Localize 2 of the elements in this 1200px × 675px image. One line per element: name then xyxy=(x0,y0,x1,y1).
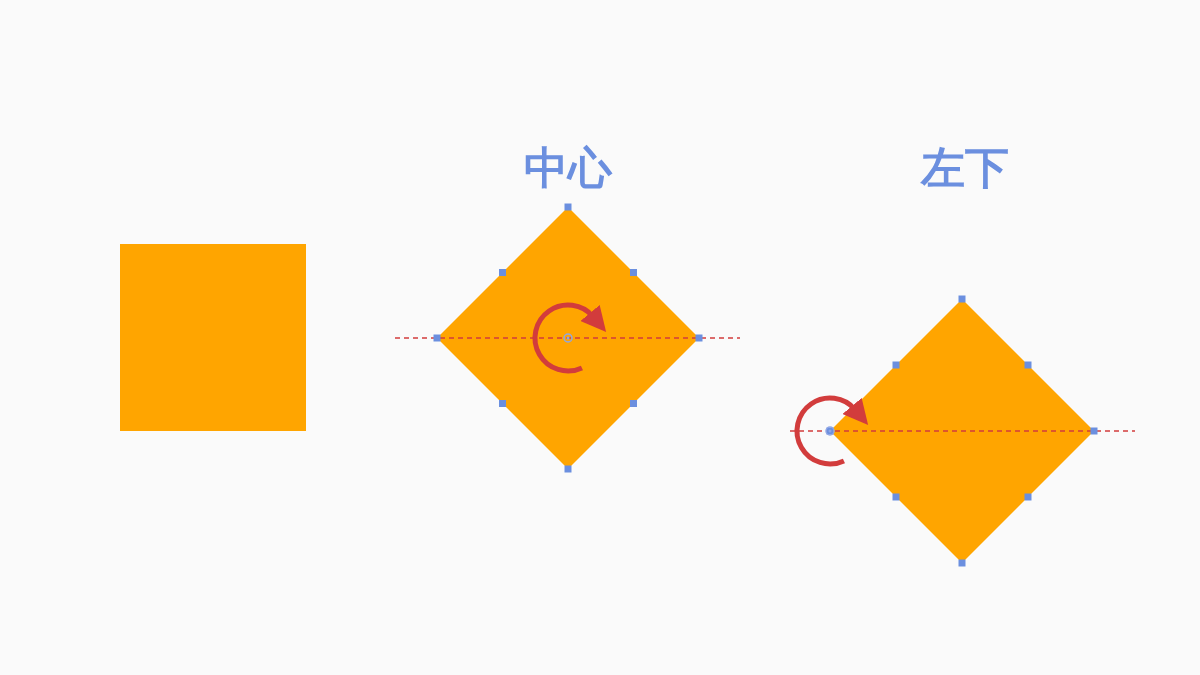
heading: 中心 xyxy=(524,146,612,190)
heading: 左下 xyxy=(921,146,1009,190)
